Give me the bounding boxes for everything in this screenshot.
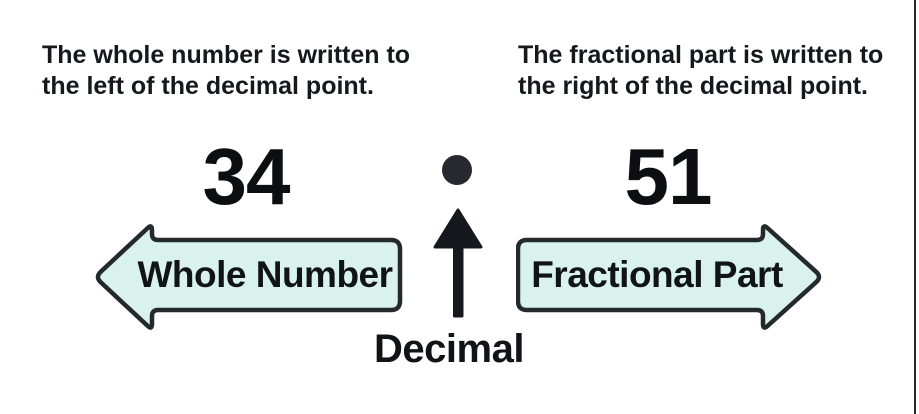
up-arrow-head bbox=[433, 208, 483, 249]
whole-number-caption: The whole number is written to the left … bbox=[42, 41, 411, 100]
fractional-part-arrow-label: Fractional Part bbox=[531, 254, 783, 295]
page-edge-divider bbox=[914, 0, 916, 414]
left-arrow-banner bbox=[95, 224, 403, 330]
right-arrow-banner bbox=[516, 224, 822, 330]
decimal-point-dot bbox=[442, 155, 472, 185]
fractional-part-value: 51 bbox=[624, 132, 713, 221]
left-arrow-shape bbox=[95, 224, 403, 330]
whole-number-value: 34 bbox=[202, 132, 291, 221]
whole-number-arrow-label: Whole Number bbox=[137, 254, 393, 295]
up-arrow-stem bbox=[453, 243, 464, 318]
decimal-label: Decimal bbox=[374, 327, 524, 371]
fractional-part-caption: The fractional part is written to the ri… bbox=[518, 41, 884, 100]
up-arrow-icon bbox=[433, 208, 483, 318]
right-arrow-shape bbox=[516, 224, 822, 330]
